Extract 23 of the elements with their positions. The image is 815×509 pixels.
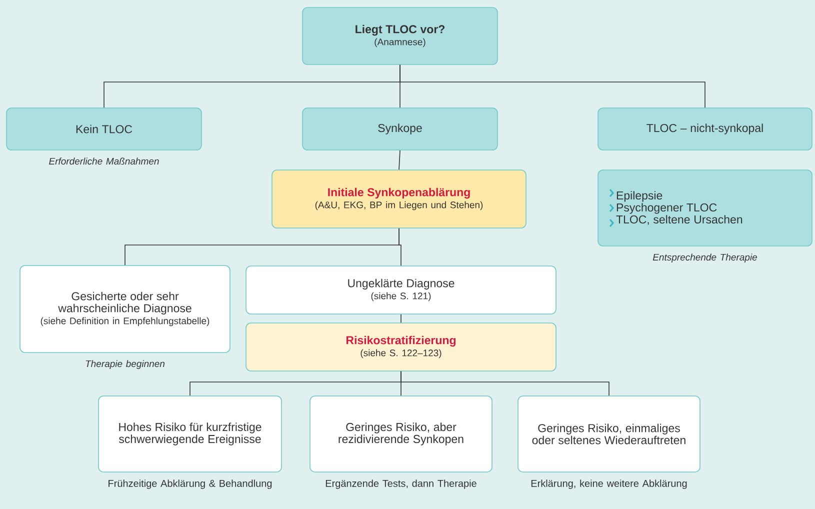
process-box: Geringes Risiko, aber rezidivierende Synkopen [310,396,492,472]
node-caption: Therapie beginnen [86,360,165,369]
process-box: Geringes Risiko, einmaliges oder seltenes Wiederauftreten [518,396,700,472]
process-box: Liegt TLOC vor? (Anamnese) [302,7,498,65]
connector-line [400,64,706,108]
connector-line [400,371,610,396]
node-caption: Frühzeitige Abklärung & Behandlung [108,480,272,489]
list-box: Epilepsie Psychogener TLOC TLOC, seltene Ursachen [598,170,812,246]
connector-line [400,314,402,323]
process-box: Risikostratifizierung (siehe S. 122–123) [246,322,556,372]
process-box: TLOC – nicht-synkopal [598,108,812,150]
connector-line [398,150,400,170]
process-box: Gesicherte oder sehr wahrscheinliche Diagnose (siehe Definition in Empfehlungstabelle) [20,265,230,353]
process-box: Ungeklärte Diagnose (siehe S. 121) [246,266,556,314]
node-caption: Ergänzende Tests, dann Therapie [326,480,476,489]
node-caption: Entsprechende Therapie [652,254,757,262]
process-box: Initiale Synkopenablärung (A&U, EKG, BP im Liegen und Stehen) [272,170,526,228]
process-box: Hohes Risiko für kurzfristige schwerwiegende Ereignisse [98,396,282,472]
process-box: Kein TLOC [6,108,202,150]
node-caption: Erklärung, keine weitere Abklärung [531,480,687,489]
connector-line [398,228,402,266]
node-caption: Erforderliche Maßnahmen [49,158,159,165]
process-box: Synkope [302,108,498,150]
